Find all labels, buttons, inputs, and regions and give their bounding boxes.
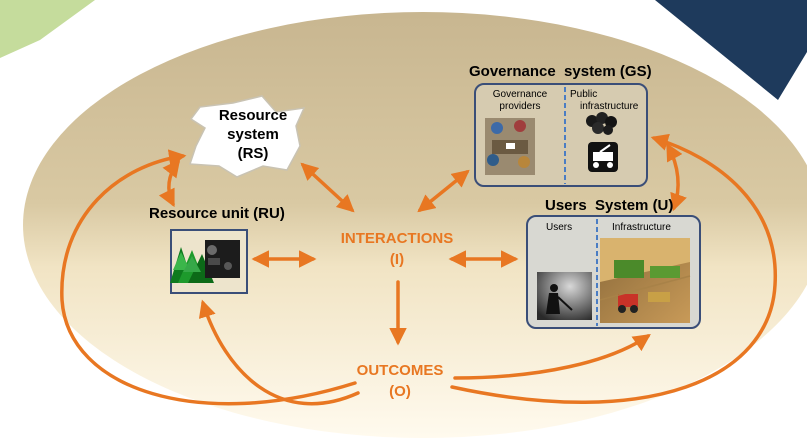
truck-icon xyxy=(588,142,618,172)
corner-green-shape xyxy=(0,0,95,58)
users-system-title: Users System (U) xyxy=(545,197,674,214)
outcomes-line2: (O) xyxy=(389,383,411,400)
resource-unit-title: Resource unit (RU) xyxy=(149,205,285,222)
public-infrastructure-line1: Public xyxy=(570,89,598,100)
arrow-outcomes-gs xyxy=(450,133,777,405)
worker-photo-icon xyxy=(537,272,592,320)
arrow-rs-interactions xyxy=(300,162,355,213)
governance-providers-line1: Governance xyxy=(492,89,548,100)
arrow-gs-interactions xyxy=(417,169,470,213)
infrastructure-column-label: Infrastructure xyxy=(612,222,671,233)
outcomes-line1: OUTCOMES xyxy=(356,362,444,379)
corner-navy-shape xyxy=(655,0,807,100)
meeting-photo-icon xyxy=(485,118,535,175)
pine-trees-icon xyxy=(170,247,214,283)
resource-system-line3: (RS) xyxy=(237,145,269,162)
arrows-group xyxy=(60,133,777,406)
dark-photo-icon xyxy=(205,240,240,278)
resource-system-label: Resource system (RS) xyxy=(208,106,298,163)
public-infrastructure-label: Public infrastructure xyxy=(570,89,638,113)
governance-providers-line2: providers xyxy=(499,101,541,112)
outcomes-label: OUTCOMES (O) xyxy=(340,360,460,402)
arrow-outcomes-users xyxy=(453,334,651,380)
users-column-label: Users xyxy=(546,222,573,233)
arrow-outcomes-ru xyxy=(198,299,360,406)
farm-machinery-icon xyxy=(599,238,691,323)
resource-system-line1: Resource xyxy=(218,107,288,124)
resource-system-line2: system xyxy=(227,126,279,143)
interactions-line1: INTERACTIONS xyxy=(340,230,454,247)
blackberries-icon xyxy=(586,112,617,135)
governance-system-title: Governance system (GS) xyxy=(469,63,652,80)
interactions-line2: (I) xyxy=(389,251,405,268)
governance-providers-label: Governance providers xyxy=(479,89,561,113)
arrow-outcomes-rs xyxy=(60,149,357,406)
interactions-label: INTERACTIONS (I) xyxy=(327,228,467,270)
public-infrastructure-line2: infrastructure xyxy=(580,101,639,112)
resource-system-shape xyxy=(188,95,306,178)
arrow-gs-users xyxy=(666,142,687,212)
